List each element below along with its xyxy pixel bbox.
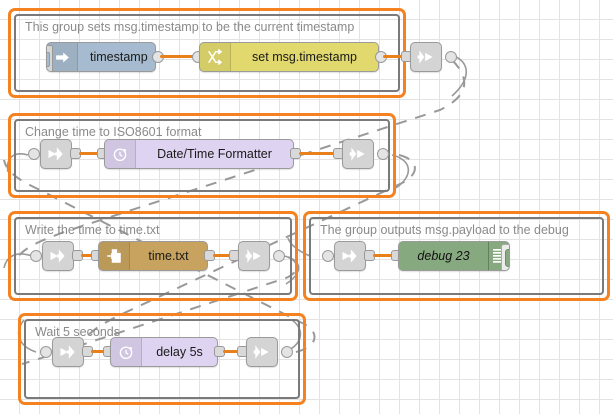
node-debug-23[interactable]: debug 23 bbox=[398, 241, 510, 271]
node-link-out-2[interactable] bbox=[342, 139, 374, 169]
link-out-icon bbox=[253, 345, 269, 359]
delay-node-label: delay 5s bbox=[156, 345, 203, 359]
link-in-1-input-port[interactable] bbox=[28, 148, 40, 160]
link-in-icon bbox=[50, 249, 65, 263]
change-shuffle-icon bbox=[200, 43, 231, 71]
wire-linkin-to-file bbox=[81, 254, 95, 257]
node-date-time-formatter[interactable]: Date/Time Formatter bbox=[104, 139, 294, 169]
change-node-label: set msg.timestamp bbox=[252, 50, 357, 64]
date-time-formatter-label: Date/Time Formatter bbox=[157, 147, 272, 161]
group-iso8601-label: Change time to ISO8601 format bbox=[25, 125, 202, 139]
group-wait-label: Wait 5 seconds bbox=[35, 325, 120, 339]
group-write-file-label: Write the time to time.txt bbox=[25, 223, 160, 237]
link-in-2-input-port[interactable] bbox=[30, 250, 42, 262]
link-out-2-output-port[interactable] bbox=[377, 148, 389, 160]
stopwatch-icon bbox=[111, 338, 142, 366]
wire-linkin-to-delay bbox=[91, 350, 107, 353]
inject-timestamp-label: timestamp bbox=[90, 50, 148, 64]
link-in-icon bbox=[60, 345, 75, 359]
link-in-4-input-port[interactable] bbox=[40, 346, 52, 358]
node-link-out-1[interactable] bbox=[410, 42, 442, 72]
group-wait[interactable]: Wait 5 seconds bbox=[18, 313, 306, 405]
debug-lines-icon bbox=[489, 242, 509, 270]
group-timestamp[interactable]: This group sets msg.timestamp to be the … bbox=[8, 8, 406, 98]
wire-linkin-to-debug bbox=[373, 254, 395, 257]
group-debug[interactable]: The group outputs msg.payload to the deb… bbox=[303, 211, 610, 301]
group-wait-inner: Wait 5 seconds bbox=[24, 319, 300, 399]
file-document-icon bbox=[99, 242, 130, 270]
wire-change-to-linkout bbox=[383, 55, 405, 58]
group-iso8601[interactable]: Change time to ISO8601 format bbox=[8, 113, 396, 198]
clock-icon bbox=[105, 140, 136, 168]
node-link-in-4[interactable] bbox=[52, 337, 84, 367]
link-out-1-output-port[interactable] bbox=[445, 51, 457, 63]
inject-trigger-button[interactable] bbox=[47, 45, 53, 71]
group-debug-inner: The group outputs msg.payload to the deb… bbox=[309, 217, 604, 295]
debug-separator bbox=[488, 242, 489, 270]
debug-toggle-button[interactable] bbox=[501, 244, 509, 270]
group-timestamp-label: This group sets msg.timestamp to be the … bbox=[25, 20, 355, 34]
group-iso8601-inner: Change time to ISO8601 format bbox=[14, 119, 390, 192]
group-write-file-inner: Write the time to time.txt bbox=[14, 217, 292, 295]
link-out-3-output-port[interactable] bbox=[273, 250, 285, 262]
link-out-4-output-port[interactable] bbox=[281, 346, 293, 358]
wire-inject-to-change bbox=[160, 55, 196, 58]
node-inject-timestamp[interactable]: timestamp bbox=[46, 42, 156, 72]
wire-delay-to-linkout bbox=[223, 350, 241, 353]
node-file-write[interactable]: time.txt bbox=[98, 241, 208, 271]
link-in-icon bbox=[48, 147, 63, 161]
link-out-icon bbox=[349, 147, 365, 161]
link-in-3-input-port[interactable] bbox=[322, 250, 334, 262]
node-delay-5s[interactable]: delay 5s bbox=[110, 337, 218, 367]
link-in-icon bbox=[342, 249, 357, 263]
wire-linkin-to-datetime bbox=[79, 152, 101, 155]
wire-datetime-to-linkout bbox=[299, 152, 337, 155]
node-link-in-2[interactable] bbox=[42, 241, 74, 271]
group-write-file[interactable]: Write the time to time.txt bbox=[8, 211, 298, 301]
node-link-out-3[interactable] bbox=[238, 241, 270, 271]
node-link-in-3[interactable] bbox=[334, 241, 366, 271]
group-timestamp-inner: This group sets msg.timestamp to be the … bbox=[14, 14, 400, 92]
link-out-icon bbox=[245, 249, 261, 263]
node-link-out-4[interactable] bbox=[246, 337, 278, 367]
wire-file-to-linkout bbox=[213, 254, 233, 257]
node-link-in-1[interactable] bbox=[40, 139, 72, 169]
file-write-label: time.txt bbox=[148, 249, 189, 263]
node-change-set-msg-timestamp[interactable]: set msg.timestamp bbox=[199, 42, 379, 72]
debug-node-label: debug 23 bbox=[417, 249, 470, 263]
link-out-icon bbox=[417, 50, 433, 64]
group-debug-label: The group outputs msg.payload to the deb… bbox=[320, 223, 569, 237]
